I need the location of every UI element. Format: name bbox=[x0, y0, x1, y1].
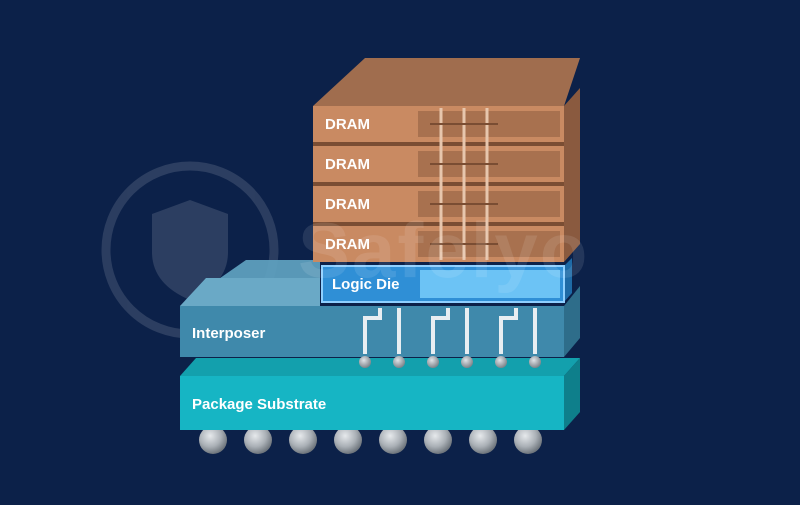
logic-die bbox=[321, 258, 572, 303]
dram-layer-2-label: DRAM bbox=[325, 156, 370, 173]
interposer-micro-bumps bbox=[359, 356, 541, 368]
dram-stack bbox=[313, 58, 580, 262]
package-substrate-label: Package Substrate bbox=[192, 396, 327, 413]
logic-die-label: Logic Die bbox=[332, 276, 400, 293]
watermark-text: Safelyo bbox=[298, 206, 590, 294]
package-substrate bbox=[180, 358, 580, 430]
dram-layer-3-label: DRAM bbox=[325, 196, 370, 213]
dram-layer-1-label: DRAM bbox=[325, 116, 370, 133]
interposer-wiring bbox=[363, 308, 537, 354]
substrate-solder-balls bbox=[199, 426, 542, 454]
interposer bbox=[180, 260, 580, 357]
dram-layer-4-label: DRAM bbox=[325, 236, 370, 253]
interposer-label: Interposer bbox=[192, 325, 266, 342]
